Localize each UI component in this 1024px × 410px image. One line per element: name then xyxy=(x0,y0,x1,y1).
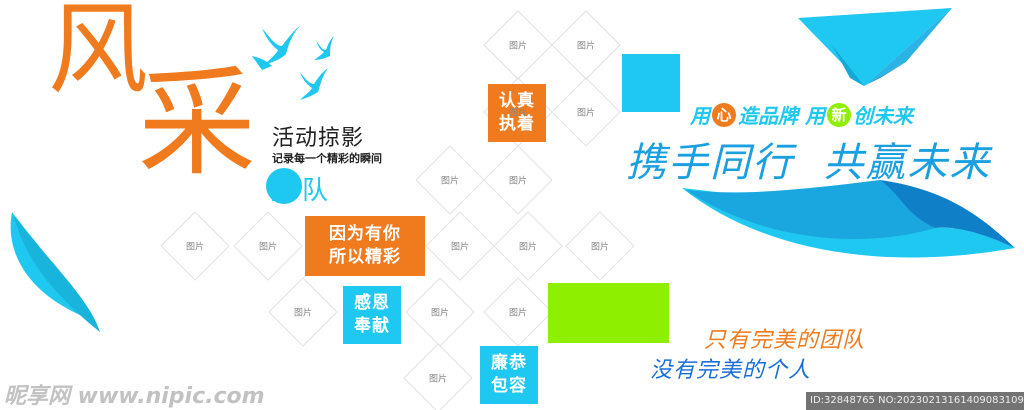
lattice-diamond xyxy=(233,211,303,281)
team-circle-icon xyxy=(266,168,302,204)
box-integrity: 廉恭 包容 xyxy=(480,346,538,404)
quote-line-1: 只有完美的团队 xyxy=(704,328,866,353)
team-label: 团队 xyxy=(270,176,335,206)
photo-placeholder-label: 图片 xyxy=(430,308,450,319)
photo-placeholder-label: 图片 xyxy=(428,374,448,385)
watermark-brand: 昵享网 www.nipic.com xyxy=(4,384,265,409)
box-because-you: 因为有你 所以精彩 xyxy=(305,216,425,276)
right-wave-icon xyxy=(682,180,1015,258)
birds-icon xyxy=(252,26,334,100)
watermark-id: ID:32848765 NO:20230213161409083109 xyxy=(810,395,1024,406)
photo-placeholder-label: 图片 xyxy=(508,41,528,52)
lattice-diamond xyxy=(551,10,621,80)
lattice-diamond xyxy=(403,343,473,410)
lattice-diamond xyxy=(483,10,553,80)
paper-plane-icon xyxy=(798,8,952,86)
photo-placeholder-label: 图片 xyxy=(185,242,205,253)
lattice-diamond xyxy=(425,211,495,281)
photo-placeholder-label: 图片 xyxy=(576,108,596,119)
title-cai: 采 xyxy=(138,54,257,192)
subtitle: 活动掠影 xyxy=(272,126,365,151)
team-badge: 团队 xyxy=(266,166,342,206)
lattice-diamond xyxy=(415,145,485,215)
photo-placeholder-label: 图片 xyxy=(508,176,528,187)
new-circle-icon: 新 xyxy=(826,102,851,127)
lattice-diamond xyxy=(551,77,621,147)
photo-placeholder-label: 图片 xyxy=(450,242,470,253)
watermark-id-bar: ID:32848765 NO:20230213161409083109 xyxy=(806,392,1024,410)
box-diligent: 认真 执着 xyxy=(488,84,546,142)
lattice-diamond xyxy=(565,211,635,281)
slogan-main: 携手同行 共赢未来 xyxy=(626,140,992,186)
photo-placeholder-label: 图片 xyxy=(508,308,528,319)
lattice-diamond xyxy=(483,145,553,215)
lattice-diamond xyxy=(160,211,230,281)
heart-circle-icon: 心 xyxy=(712,102,736,127)
photo-placeholder-label: 图片 xyxy=(518,242,538,253)
slogan-top: 用 心 造品牌 用 新 创未来 xyxy=(690,102,913,128)
photo-placeholder-label: 图片 xyxy=(258,242,278,253)
photo-placeholder-label: 图片 xyxy=(440,176,460,187)
lime-rectangle xyxy=(548,283,669,343)
photo-placeholder-label: 图片 xyxy=(590,242,610,253)
caption: 记录每一个精彩的瞬间 xyxy=(272,152,382,165)
lattice-diamond xyxy=(493,211,563,281)
title-feng: 风 xyxy=(48,0,148,108)
photo-placeholder-label: 图片 xyxy=(576,41,596,52)
quote-line-2: 没有完美的个人 xyxy=(650,358,812,383)
cyan-square xyxy=(622,54,680,112)
lattice-diamond xyxy=(268,277,338,347)
photo-placeholder-label: 图片 xyxy=(293,308,313,319)
photo-placeholder-label: 图片 xyxy=(508,108,528,119)
box-gratitude: 感恩 奉献 xyxy=(343,286,401,344)
